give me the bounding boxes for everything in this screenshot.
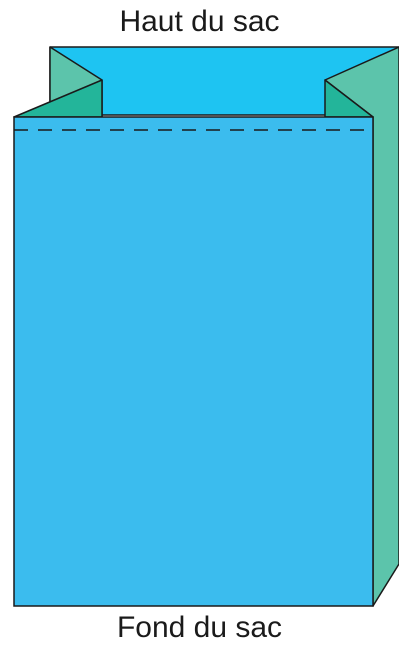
bag-front-panel	[14, 117, 373, 606]
bag-bottom-label: Fond du sac	[0, 610, 399, 646]
